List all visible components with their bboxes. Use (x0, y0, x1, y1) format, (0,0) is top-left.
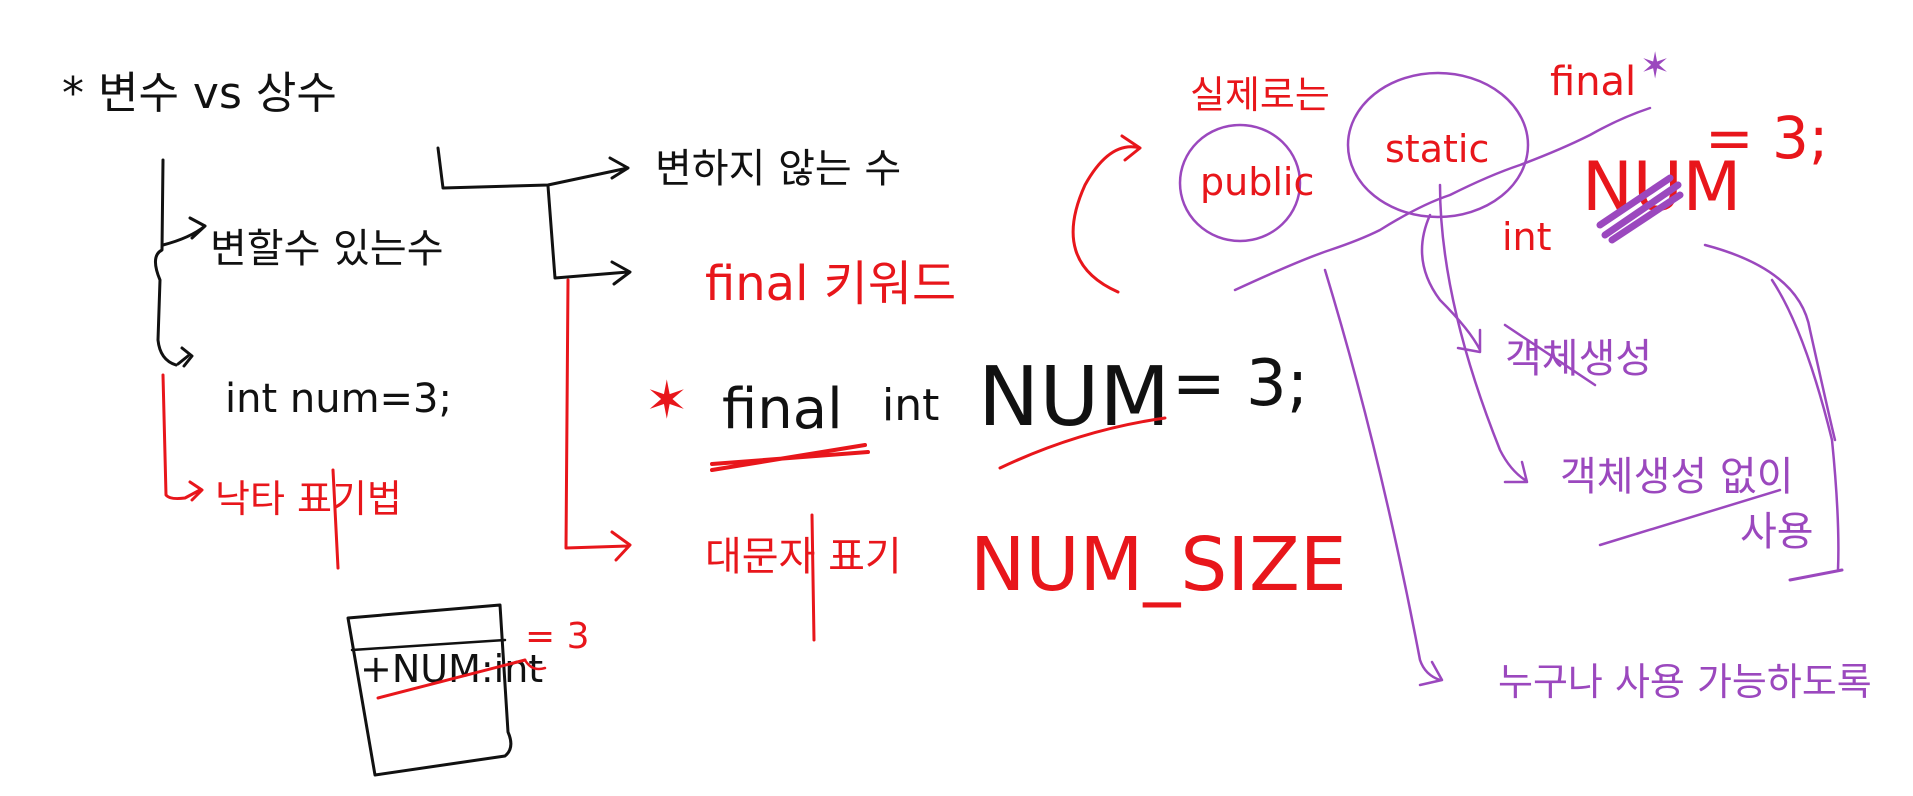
red-branch-naming (161, 373, 204, 502)
class-box-divider (350, 638, 507, 652)
class-diagram-box: +NUM:int = 3 (346, 603, 590, 777)
arrow-to-example (176, 346, 194, 368)
decl-int: int (1502, 215, 1552, 259)
red-arrow-down-to-box (331, 468, 340, 570)
variable-vs-constant-tree: * 변수 vs 상수 변할수 있는수 int num=3; 낙타 표기법 (62, 68, 452, 570)
right-small-bracket (1770, 278, 1840, 572)
label-int-num-example: int num=3; (225, 376, 452, 422)
arrow-to-changeable (161, 216, 207, 247)
final-star: ✶ (1640, 46, 1670, 87)
label-final-keyword: final 키워드 (705, 256, 956, 312)
class-member-value: = 3 (525, 616, 590, 657)
member-value-arrow (523, 658, 547, 671)
code-assign-three: = 3; (1172, 347, 1308, 421)
purple-wavy-line (1233, 106, 1652, 292)
label-in-practice: 실제로는 (1190, 73, 1330, 117)
note-use: 사용 (1740, 509, 1814, 555)
final-underline (710, 443, 870, 472)
constant-subtree-trunk (546, 184, 632, 286)
modifier-static: static (1385, 127, 1489, 171)
red-branch-uppercase (564, 278, 632, 562)
uppercase-divider (810, 513, 816, 642)
class-box-outline (346, 603, 513, 777)
constant-tree: 변하지 않는 수 final 키워드 ✶ final int NUM = 3; … (436, 146, 1347, 642)
code-final: final (722, 377, 843, 442)
red-curved-arrow (1071, 134, 1142, 294)
label-unchangeable: 변하지 않는 수 (655, 146, 901, 192)
member-underline (376, 658, 527, 700)
static-circle (1346, 71, 1530, 219)
example-num-size: NUM_SIZE (970, 522, 1347, 608)
code-num-constant: NUM (978, 350, 1170, 445)
modifier-public: public (1200, 160, 1314, 204)
star-mark: ✶ (645, 371, 689, 431)
note-anyone-can-use: 누구나 사용 가능하도록 (1498, 660, 1872, 704)
num-underline (998, 416, 1167, 470)
label-camel-case: 낙타 표기법 (215, 477, 402, 521)
variable-tree-trunk (154, 158, 178, 367)
no-object-underline (1598, 488, 1782, 547)
use-underline (1788, 568, 1844, 582)
constant-tree-bracket (436, 146, 630, 190)
title-variable-vs-constant: * 변수 vs 상수 (62, 68, 337, 119)
modifier-area: 실제로는 public static final ✶ int NUM = 3; … (1071, 46, 1872, 704)
class-member-num-int: +NUM:int (360, 647, 543, 691)
public-circle (1178, 123, 1302, 243)
object-creation-strike (1503, 323, 1597, 387)
decl-assign: = 3; (1705, 104, 1828, 172)
note-no-object: 객체생성 없이 (1560, 454, 1794, 500)
modifier-final: final (1550, 59, 1636, 105)
right-curved-bracket (1703, 243, 1837, 442)
arrow-to-anywhere (1323, 268, 1444, 687)
label-uppercase: 대문자 표기 (705, 534, 902, 580)
label-changeable: 변할수 있는수 (210, 226, 444, 272)
num-scribble (1596, 174, 1684, 244)
code-int: int (882, 380, 939, 431)
arrow-to-no-object-use (1438, 183, 1529, 484)
